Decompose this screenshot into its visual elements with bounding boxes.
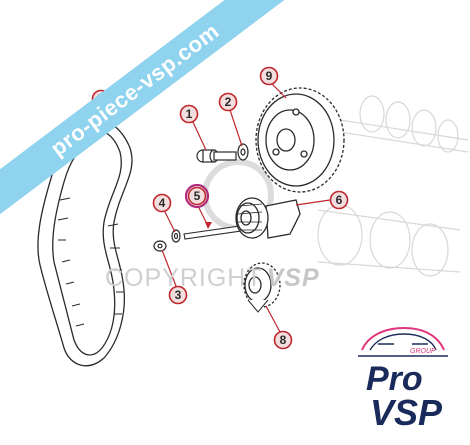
callout-2: 2 [218,92,238,112]
callout-number: 1 [186,107,193,121]
callout-circle [187,186,207,206]
leader-4 [163,209,176,233]
callout-number: 5 [194,189,201,203]
callout-circle [168,285,188,305]
callout-highlight-ring [184,183,210,209]
watermark-vsp: VSP [266,264,320,292]
callout-5: 5 [184,183,210,209]
leader-9 [271,83,287,99]
leader-6 [295,199,331,206]
leader-2 [229,109,243,147]
callout-circle [218,92,238,112]
callout-8: 8 [273,330,293,350]
callout-6: 6 [329,190,349,210]
washer-large [237,143,249,161]
callout-number: 3 [175,288,182,302]
callout-group: 123456789 [91,66,349,350]
callout-3: 3 [168,285,188,305]
leader-1 [191,119,207,151]
provsp-logo: GROUP Pro VSP [348,320,458,435]
crankshaft-ghost [317,204,461,277]
callout-circle [179,104,199,124]
callout-circle [152,193,172,213]
callout-9: 9 [259,66,279,86]
logo-group-tag: GROUP [410,348,436,355]
callout-circle [259,66,279,86]
callout-1: 1 [179,104,199,124]
callout-number: 6 [336,193,343,207]
arrow-head-5 [205,222,212,229]
callout-circle [329,190,349,210]
logo-pro: Pro [366,360,423,398]
camshaft-pulley [255,87,345,193]
leader-8 [265,305,281,333]
camshaft-ghost [339,95,469,153]
washer-small [171,229,181,243]
bolt [196,149,237,163]
logo-vsp: VSP [370,392,443,433]
callout-circle [273,330,293,350]
callout-number: 8 [280,333,287,347]
callout-number: 2 [225,95,232,109]
callout-number: 9 [266,69,273,83]
crankshaft-sprocket [243,262,281,313]
callout-4: 4 [152,193,172,213]
timing-belt [37,119,133,367]
tensioner-stud [183,225,242,240]
nut [153,240,167,252]
callout-number: 4 [159,196,166,210]
leader-3 [161,249,177,287]
car-silhouette-icon [358,326,448,357]
watermark-copyright: COPYRIGHT [105,264,263,292]
tensioner-roller [235,197,301,239]
